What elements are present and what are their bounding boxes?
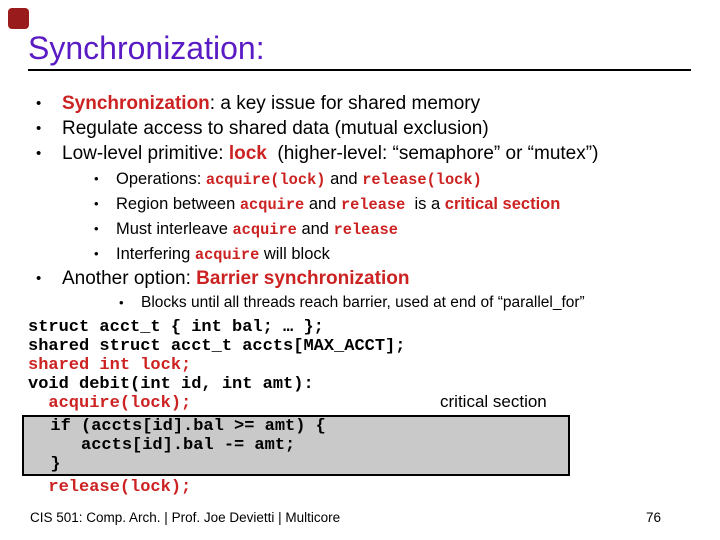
code-line: release(lock); bbox=[28, 478, 192, 497]
page-number: 76 bbox=[646, 510, 662, 525]
bullet-text: Another option: Barrier synchronization bbox=[62, 268, 410, 289]
sub-bullet-must-interleave: • Must interleave acquire and release bbox=[94, 220, 398, 239]
bullet-item-regulate-access: • Regulate access to shared data (mutual… bbox=[36, 118, 489, 140]
sub-bullet-blocks-until: • Blocks until all threads reach barrier… bbox=[119, 294, 585, 312]
sub-bullet-region-between: • Region between acquire and release is … bbox=[94, 195, 561, 214]
bullet-text: Must interleave acquire and release bbox=[116, 220, 398, 239]
footer-course-info: CIS 501: Comp. Arch. | Prof. Joe Deviett… bbox=[30, 510, 341, 525]
sub-bullet-interfering: • Interfering acquire will block bbox=[94, 245, 330, 264]
code-line: if (accts[id].bal >= amt) { bbox=[30, 417, 326, 436]
bullet-icon: • bbox=[94, 221, 99, 236]
code-line: shared int lock; bbox=[28, 356, 192, 375]
title-underline bbox=[28, 69, 691, 71]
bullet-icon: • bbox=[36, 145, 42, 162]
slide-title: Synchronization: bbox=[28, 30, 265, 66]
bullet-icon: • bbox=[119, 295, 124, 310]
code-line: void debit(int id, int amt): bbox=[28, 375, 314, 394]
bullet-icon: • bbox=[94, 171, 99, 186]
bullet-icon: • bbox=[36, 95, 42, 112]
bullet-icon: • bbox=[36, 270, 42, 287]
bullet-text: Operations: acquire(lock) and release(lo… bbox=[116, 170, 482, 189]
bullet-text: Region between acquire and release is a … bbox=[116, 195, 561, 214]
sub-bullet-operations: • Operations: acquire(lock) and release(… bbox=[94, 170, 482, 189]
code-line: } bbox=[30, 455, 61, 474]
code-line: accts[id].bal -= amt; bbox=[30, 436, 296, 455]
bullet-text: Regulate access to shared data (mutual e… bbox=[62, 118, 489, 139]
code-line: struct acct_t { int bal; … }; bbox=[28, 318, 324, 337]
bullet-item-low-level-primitive: • Low-level primitive: lock (higher-leve… bbox=[36, 143, 599, 165]
bullet-icon: • bbox=[94, 246, 99, 261]
bullet-text: Interfering acquire will block bbox=[116, 245, 330, 264]
code-block: struct acct_t { int bal; … }; shared str… bbox=[22, 318, 570, 497]
bullet-item-synchronization: • Synchronization: a key issue for share… bbox=[36, 93, 481, 115]
bullet-text: Blocks until all threads reach barrier, … bbox=[141, 294, 585, 311]
bullet-text: Synchronization: a key issue for shared … bbox=[62, 93, 481, 114]
corner-square-decoration bbox=[8, 8, 29, 29]
critical-section-label: critical section bbox=[440, 392, 547, 411]
bullet-text: Low-level primitive: lock (higher-level:… bbox=[62, 143, 599, 164]
bullet-icon: • bbox=[36, 120, 42, 137]
code-line: shared struct acct_t accts[MAX_ACCT]; bbox=[28, 337, 406, 356]
code-line: acquire(lock); bbox=[28, 394, 192, 413]
bullet-icon: • bbox=[94, 196, 99, 211]
critical-section-box: if (accts[id].bal >= amt) { accts[id].ba… bbox=[22, 415, 570, 476]
bullet-item-another-option: • Another option: Barrier synchronizatio… bbox=[36, 268, 410, 290]
